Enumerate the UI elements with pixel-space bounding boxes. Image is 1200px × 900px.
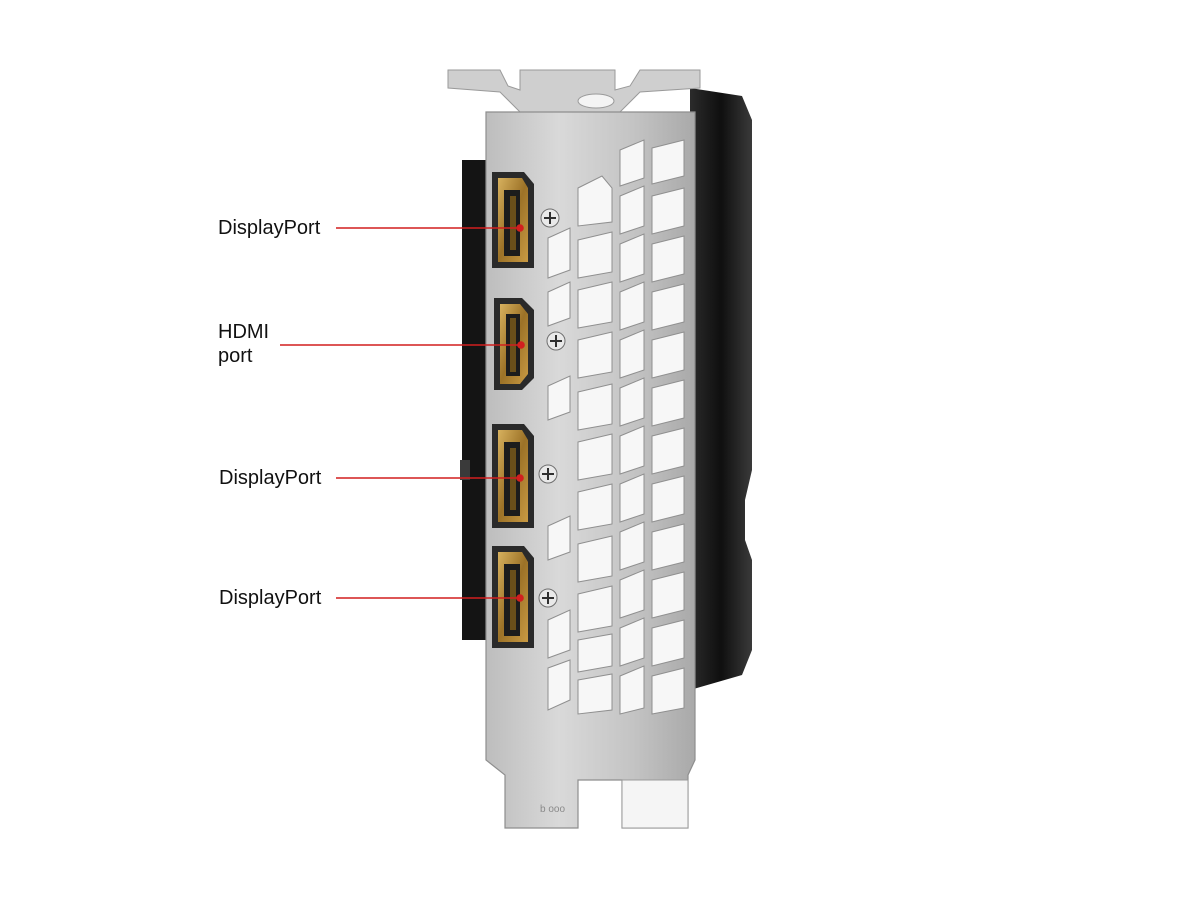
- leader-dot-displayport-2: [516, 474, 524, 482]
- callout-hdmi-port: HDMI port: [218, 320, 288, 368]
- callout-hdmi-line-2: port: [218, 345, 253, 367]
- screw-icon: [546, 331, 566, 351]
- displayport-connector-1: [492, 172, 534, 268]
- hdmi-connector: [494, 298, 534, 390]
- bracket-top: [447, 69, 701, 113]
- leader-dot-displayport-3: [516, 594, 524, 602]
- screw-icon: [538, 588, 558, 608]
- vent-grid: [547, 139, 685, 715]
- screw-icon: [538, 464, 558, 484]
- callout-hdmi-line-1: HDMI: [218, 321, 270, 343]
- leader-dot-hdmi: [517, 341, 525, 349]
- displayport-connector-3: [492, 546, 534, 648]
- callout-displayport-2: DisplayPort: [219, 467, 322, 489]
- callout-displayport-1: DisplayPort: [218, 217, 321, 239]
- svg-text:b ooo: b ooo: [540, 804, 565, 815]
- screw-icon: [540, 208, 560, 228]
- bracket-bottom-notches: b ooo: [540, 779, 689, 829]
- leader-dot-displayport-1: [516, 224, 524, 232]
- displayport-connector-2: [492, 424, 534, 528]
- callout-displayport-3: DisplayPort: [219, 587, 322, 609]
- leader-lines: [280, 224, 525, 602]
